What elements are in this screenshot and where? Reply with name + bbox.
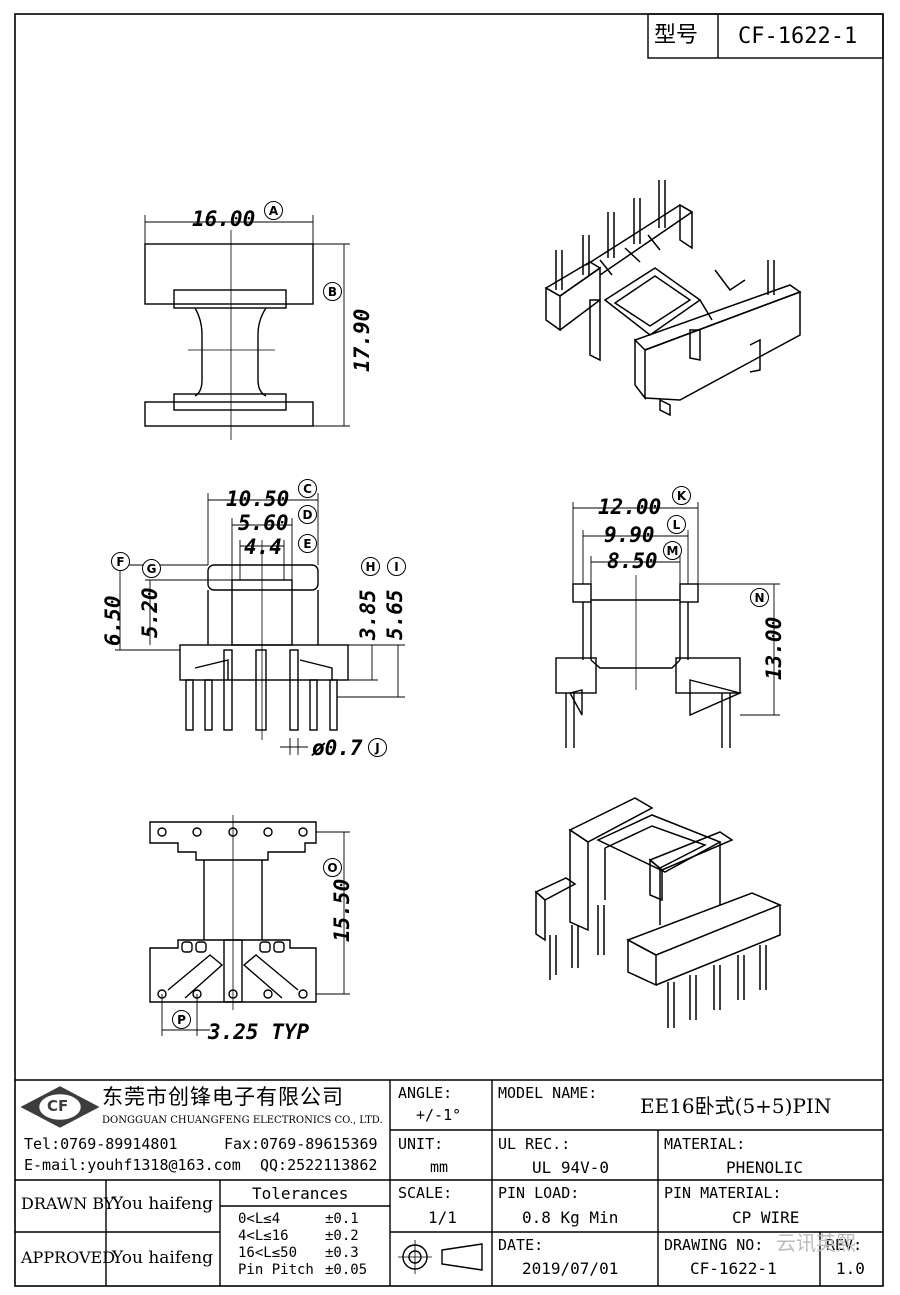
dim-f-value: 6.50	[101, 595, 125, 646]
company-qq: QQ:2522113862	[260, 1156, 378, 1174]
scale-label: SCALE:	[398, 1184, 453, 1202]
tolerance-value: ±0.1	[325, 1211, 359, 1227]
page-border	[14, 13, 884, 1287]
dim-p-value: 3.25 TYP	[208, 1020, 310, 1044]
logo-text: CF	[47, 1097, 69, 1115]
iso-view-bottom	[534, 797, 782, 1028]
tolerance-range: 0<L≤4	[238, 1211, 281, 1227]
unit-value: mm	[430, 1158, 449, 1176]
company-name-en: DONGGUAN CHUANGFENG ELECTRONICS CO., LTD…	[102, 1115, 383, 1126]
dim-g-value: 5.20	[138, 587, 162, 638]
dim-m-value: 8.50	[607, 549, 658, 573]
tolerance-range: 16<L≤50	[238, 1245, 298, 1261]
pin-material-label: PIN MATERIAL:	[664, 1184, 782, 1202]
title-block-grid	[15, 1079, 883, 1286]
dim-c-value: 10.50	[226, 487, 290, 511]
dim-a-value: 16.00	[192, 207, 256, 231]
date-value: 2019/07/01	[522, 1259, 619, 1278]
dim-h-marker: H	[361, 557, 380, 576]
dim-p-marker: P	[172, 1010, 191, 1029]
dim-a-marker: A	[264, 201, 283, 220]
dim-j-marker: J	[368, 738, 387, 757]
tolerance-value: ±0.05	[325, 1262, 368, 1278]
tolerance-range: Pin Pitch	[238, 1262, 314, 1278]
unit-label: UNIT:	[398, 1135, 444, 1153]
dim-j-value: ø0.7	[312, 736, 363, 760]
dim-b-value: 17.90	[350, 308, 374, 372]
top-view	[144, 215, 350, 440]
dim-k-value: 12.00	[598, 495, 662, 519]
dim-e-value: 4.4	[244, 535, 282, 559]
company-fax: Fax:0769-89615369	[224, 1135, 378, 1153]
dim-o-value: 15.50	[330, 878, 354, 942]
approved-label: APPROVED	[21, 1248, 116, 1267]
dim-h-value: 3.85	[356, 589, 380, 640]
dim-g-marker: G	[142, 559, 161, 578]
bottom-view	[149, 815, 350, 1036]
dim-l-marker: L	[667, 515, 686, 534]
model-value: CF-1622-1	[738, 24, 858, 49]
iso-view-top	[544, 180, 802, 417]
pin-material-value: CP WIRE	[732, 1208, 800, 1227]
ul-label: UL REC.:	[498, 1135, 571, 1153]
tolerances-title: Tolerances	[252, 1184, 349, 1203]
watermark: 云讯英熙	[776, 1231, 856, 1255]
model-name-label: MODEL NAME:	[498, 1084, 598, 1102]
tolerance-range: 4<L≤16	[238, 1228, 289, 1244]
approved-value: You haifeng	[112, 1248, 214, 1268]
rev-label: REV:	[826, 1236, 863, 1254]
tolerance-value: ±0.2	[325, 1228, 359, 1244]
scale-value: 1/1	[428, 1208, 457, 1227]
rev-value: 1.0	[836, 1259, 865, 1278]
side-view	[555, 502, 780, 748]
tolerance-value: ±0.3	[325, 1245, 359, 1261]
material-value: PHENOLIC	[726, 1158, 804, 1177]
company-email: E-mail:youhf1318@163.com	[24, 1156, 241, 1174]
angle-label: ANGLE:	[398, 1084, 453, 1102]
ul-value: UL 94V-0	[532, 1158, 610, 1177]
company-name-cn: 东莞市创锋电子有限公司	[102, 1085, 344, 1109]
dim-b-marker: B	[323, 282, 342, 301]
dim-d-value: 5.60	[238, 511, 289, 535]
dim-o-marker: O	[323, 858, 342, 877]
dim-f-marker: F	[111, 552, 130, 571]
dim-i-marker: I	[387, 557, 406, 576]
drawn-by-value: You haifeng	[112, 1194, 214, 1214]
dim-e-marker: E	[298, 534, 317, 553]
header-box	[647, 13, 884, 59]
dim-l-value: 9.90	[604, 523, 655, 547]
company-tel: Tel:0769-89914801	[24, 1135, 178, 1153]
pin-load-label: PIN LOAD:	[498, 1184, 580, 1202]
drawing-no-label: DRAWING NO:	[664, 1236, 764, 1254]
dim-n-marker: N	[750, 588, 769, 607]
drawn-by-label: DRAWN BY	[21, 1194, 115, 1213]
dim-n-value: 13.00	[762, 616, 786, 680]
model-label: 型号	[654, 23, 699, 48]
model-name-value: EE16卧式(5+5)PIN	[640, 1094, 832, 1118]
material-label: MATERIAL:	[664, 1135, 746, 1153]
dim-d-marker: D	[298, 505, 317, 524]
drawing-no-value: CF-1622-1	[690, 1259, 777, 1278]
dim-k-marker: K	[672, 486, 691, 505]
dim-i-value: 5.65	[383, 589, 407, 640]
angle-value: +/-1°	[416, 1106, 462, 1124]
dim-c-marker: C	[298, 479, 317, 498]
front-view	[115, 493, 405, 755]
pin-load-value: 0.8 Kg Min	[522, 1208, 619, 1227]
date-label: DATE:	[498, 1236, 544, 1254]
dim-m-marker: M	[663, 541, 682, 560]
